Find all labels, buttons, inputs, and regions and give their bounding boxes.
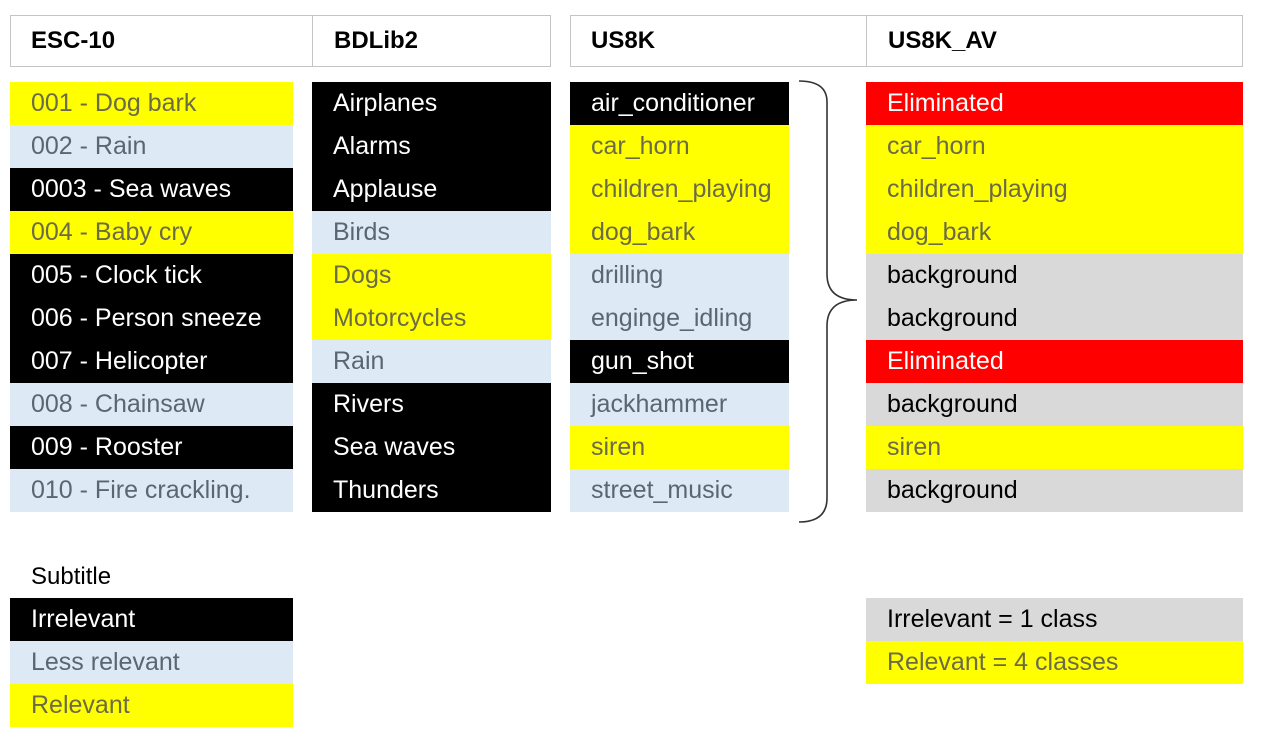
list-item: background: [866, 254, 1243, 297]
list-item: Eliminated: [866, 82, 1243, 125]
list-item: dog_bark: [570, 211, 789, 254]
list-item: 0003 - Sea waves: [10, 168, 293, 211]
list-item: 009 - Rooster: [10, 426, 293, 469]
list-item: jackhammer: [570, 383, 789, 426]
list-item: Rain: [312, 340, 551, 383]
list-item: 008 - Chainsaw: [10, 383, 293, 426]
list-item: gun_shot: [570, 340, 789, 383]
list-item: street_music: [570, 469, 789, 512]
header-us8k-av: US8K_AV: [888, 27, 997, 54]
header-left-box: [10, 15, 551, 67]
list-item: Relevant = 4 classes: [866, 641, 1243, 684]
list-item: car_horn: [570, 125, 789, 168]
curly-brace-icon: [798, 80, 858, 523]
list-item: Rivers: [312, 383, 551, 426]
list-item: Alarms: [312, 125, 551, 168]
list-item: Birds: [312, 211, 551, 254]
list-item: Eliminated: [866, 340, 1243, 383]
header-esc10: ESC-10: [31, 27, 116, 54]
list-item: Less relevant: [10, 641, 293, 684]
list-item: Irrelevant = 1 class: [866, 598, 1243, 641]
list-item: siren: [866, 426, 1243, 469]
list-item: air_conditioner: [570, 82, 789, 125]
list-item: Sea waves: [312, 426, 551, 469]
list-item: background: [866, 383, 1243, 426]
list-item: 001 - Dog bark: [10, 82, 293, 125]
legend-title: Subtitle: [31, 563, 112, 590]
list-item: Dogs: [312, 254, 551, 297]
list-item: background: [866, 469, 1243, 512]
list-item: Relevant: [10, 684, 293, 727]
list-item: 004 - Baby cry: [10, 211, 293, 254]
header-right-divider: [866, 15, 867, 67]
header-bdlib2: BDLib2: [334, 27, 418, 54]
list-item: children_playing: [570, 168, 789, 211]
list-item: 010 - Fire crackling.: [10, 469, 293, 512]
list-item: Airplanes: [312, 82, 551, 125]
list-item: car_horn: [866, 125, 1243, 168]
list-item: drilling: [570, 254, 789, 297]
list-item: Irrelevant: [10, 598, 293, 641]
list-item: Motorcycles: [312, 297, 551, 340]
list-item: 005 - Clock tick: [10, 254, 293, 297]
list-item: background: [866, 297, 1243, 340]
list-item: 002 - Rain: [10, 125, 293, 168]
list-item: Thunders: [312, 469, 551, 512]
list-item: siren: [570, 426, 789, 469]
list-item: 006 - Person sneeze: [10, 297, 293, 340]
list-item: children_playing: [866, 168, 1243, 211]
header-us8k: US8K: [591, 27, 656, 54]
list-item: enginge_idling: [570, 297, 789, 340]
header-right-box: [570, 15, 1243, 67]
list-item: Applause: [312, 168, 551, 211]
header-left-divider: [312, 15, 313, 67]
list-item: 007 - Helicopter: [10, 340, 293, 383]
list-item: dog_bark: [866, 211, 1243, 254]
